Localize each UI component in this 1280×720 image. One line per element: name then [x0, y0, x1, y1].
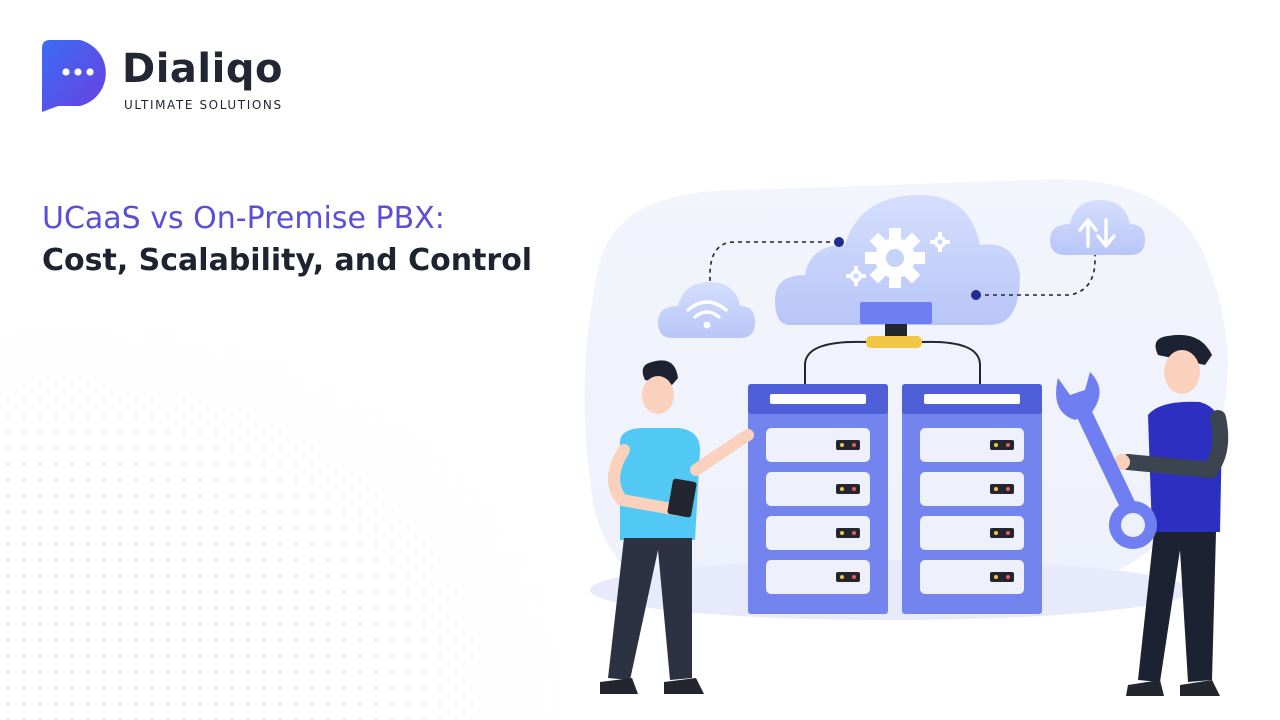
- chat-bubble-icon: [42, 40, 106, 112]
- title-line-1: UCaaS vs On-Premise PBX:: [42, 201, 445, 236]
- tablet-icon: [667, 478, 697, 518]
- server-rack-icon: [748, 384, 1042, 614]
- title-line-2: Cost, Scalability, and Control: [42, 243, 533, 278]
- hero-illustration: [584, 179, 1229, 696]
- page-title: UCaaS vs On-Premise PBX: Cost, Scalabili…: [42, 198, 602, 282]
- cloud-wifi-icon: [658, 282, 755, 338]
- cloud-connector: [860, 302, 932, 324]
- person-with-wrench: [1114, 334, 1229, 696]
- brand-tagline: ULTIMATE SOLUTIONS: [124, 98, 283, 112]
- cloud-sync-icon: [1050, 200, 1145, 255]
- cloud-gear-icon: [775, 195, 1020, 325]
- brand-logo[interactable]: Dialiqo ULTIMATE SOLUTIONS: [40, 38, 300, 118]
- person-with-tablet: [600, 360, 754, 694]
- dot-pattern-background: [0, 280, 620, 720]
- wrench-icon: [1056, 372, 1157, 549]
- brand-name: Dialiqo: [122, 46, 283, 92]
